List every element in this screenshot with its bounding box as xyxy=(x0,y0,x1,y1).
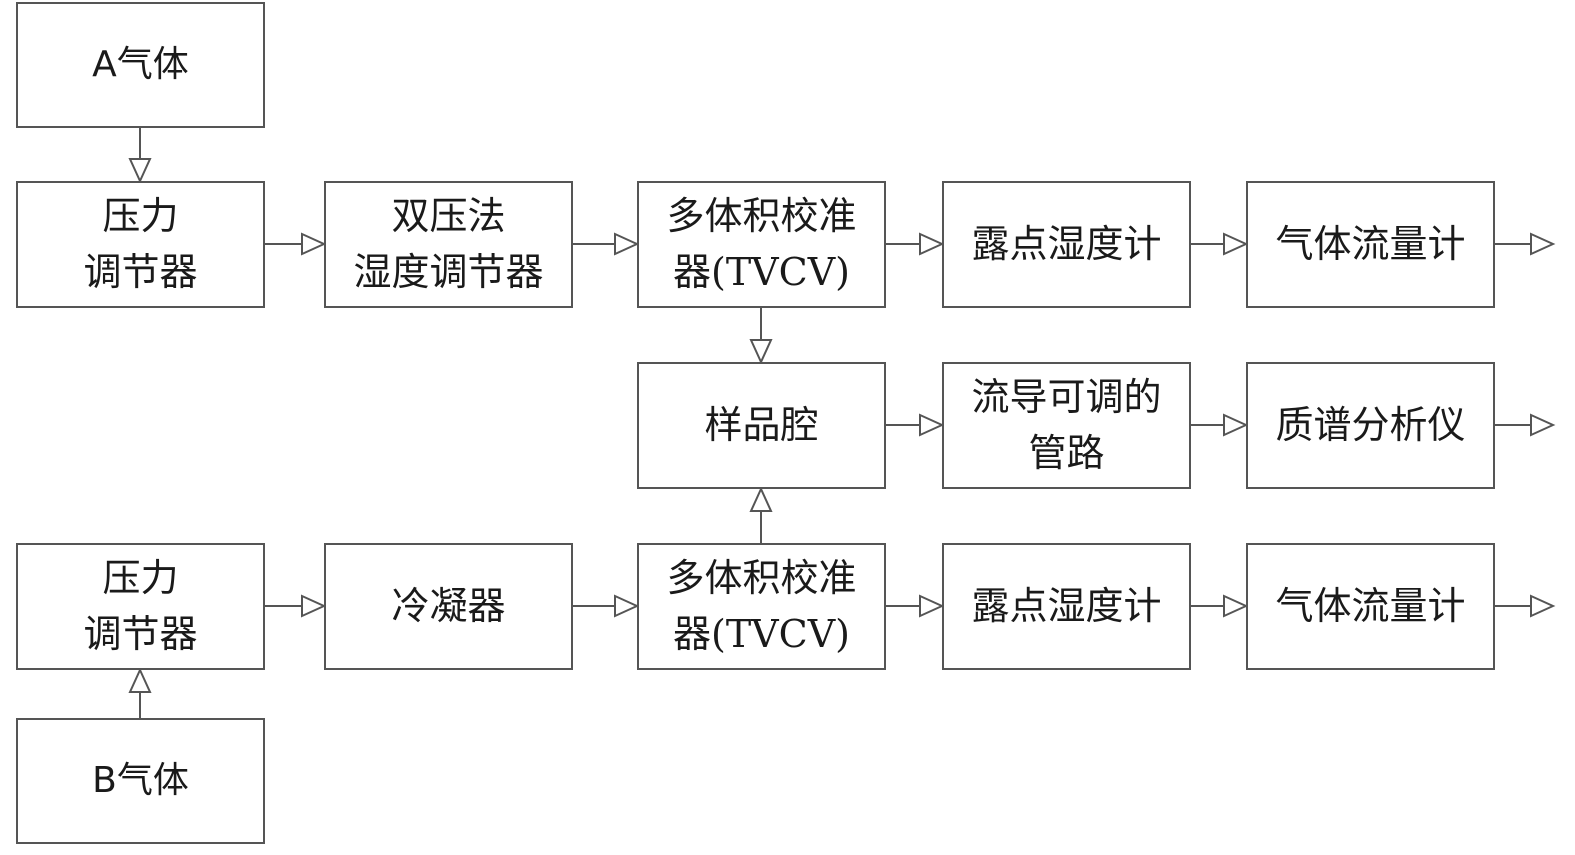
node-dew-point-hygrometer-top: 露点湿度计 xyxy=(942,181,1191,308)
arrowhead-icon xyxy=(301,232,327,256)
node-label: 多体积校准 xyxy=(666,194,857,239)
node-label: B气体 xyxy=(92,759,189,801)
flow-arrow xyxy=(265,594,327,618)
node-gas-a: A气体 xyxy=(16,2,265,128)
node-label: 气体流量计 xyxy=(1275,221,1466,266)
node-label: A气体 xyxy=(92,43,189,85)
node-label: 调节器 xyxy=(83,249,198,294)
node-gas-b: B气体 xyxy=(16,718,265,844)
arrowhead-icon xyxy=(919,413,945,437)
node-gas-flow-meter-bottom: 气体流量计 xyxy=(1246,543,1495,670)
flow-arrow xyxy=(886,232,945,256)
flow-arrow xyxy=(1495,413,1556,437)
flow-arrow xyxy=(573,232,640,256)
node-label: 器(TVCV) xyxy=(673,611,850,656)
arrowhead-icon xyxy=(919,232,945,256)
node-label: 流导可调的 xyxy=(971,375,1162,420)
node-gas-flow-meter-top: 气体流量计 xyxy=(1246,181,1495,308)
arrowhead-icon xyxy=(1223,232,1249,256)
node-label: 多体积校准 xyxy=(666,556,857,601)
node-adjustable-conductance-pipe: 流导可调的 管路 xyxy=(942,362,1191,489)
flow-arrow xyxy=(128,667,152,718)
node-tvcv-top: 多体积校准 器(TVCV) xyxy=(637,181,886,308)
node-dual-pressure-humidity-regulator: 双压法 湿度调节器 xyxy=(324,181,573,308)
arrowhead-icon xyxy=(301,594,327,618)
arrowhead-icon xyxy=(614,232,640,256)
arrowhead-icon xyxy=(1223,413,1249,437)
node-mass-spectrometer: 质谱分析仪 xyxy=(1246,362,1495,489)
flow-arrow xyxy=(886,413,945,437)
node-label: 样品腔 xyxy=(704,402,819,447)
flow-arrow xyxy=(1191,413,1249,437)
arrowhead-icon xyxy=(1530,413,1556,437)
node-label: 露点湿度计 xyxy=(971,583,1162,628)
node-label: 压力 xyxy=(102,556,179,601)
flow-arrow xyxy=(749,486,773,543)
node-label: 质谱分析仪 xyxy=(1275,402,1466,447)
arrowhead-icon xyxy=(1223,594,1249,618)
node-dew-point-hygrometer-bottom: 露点湿度计 xyxy=(942,543,1191,670)
node-label: 管路 xyxy=(1028,430,1105,475)
arrowhead-icon xyxy=(919,594,945,618)
node-tvcv-bottom: 多体积校准 器(TVCV) xyxy=(637,543,886,670)
node-label: 双压法 xyxy=(391,194,506,239)
node-label: 露点湿度计 xyxy=(971,221,1162,266)
node-pressure-regulator-b: 压力 调节器 xyxy=(16,543,265,670)
flow-arrow xyxy=(1191,232,1249,256)
node-condenser: 冷凝器 xyxy=(324,543,573,670)
node-label: 湿度调节器 xyxy=(353,249,544,294)
arrowhead-icon xyxy=(749,486,773,512)
node-label: 调节器 xyxy=(83,611,198,656)
flow-arrow xyxy=(886,594,945,618)
node-pressure-regulator-a: 压力 调节器 xyxy=(16,181,265,308)
arrowhead-icon xyxy=(128,158,152,184)
node-label: 冷凝器 xyxy=(391,583,506,628)
node-label: 器(TVCV) xyxy=(673,249,850,294)
flow-arrow xyxy=(749,308,773,365)
arrowhead-icon xyxy=(614,594,640,618)
arrowhead-icon xyxy=(1530,232,1556,256)
arrowhead-icon xyxy=(1530,594,1556,618)
arrowhead-icon xyxy=(128,667,152,693)
flow-arrow xyxy=(1495,232,1556,256)
node-label: 气体流量计 xyxy=(1275,583,1466,628)
flow-arrow xyxy=(265,232,327,256)
flow-arrow xyxy=(573,594,640,618)
flow-arrow xyxy=(1191,594,1249,618)
arrowhead-icon xyxy=(749,339,773,365)
node-label: 压力 xyxy=(102,194,179,239)
flow-arrow xyxy=(1495,594,1556,618)
flow-arrow xyxy=(128,128,152,184)
node-sample-chamber: 样品腔 xyxy=(637,362,886,489)
